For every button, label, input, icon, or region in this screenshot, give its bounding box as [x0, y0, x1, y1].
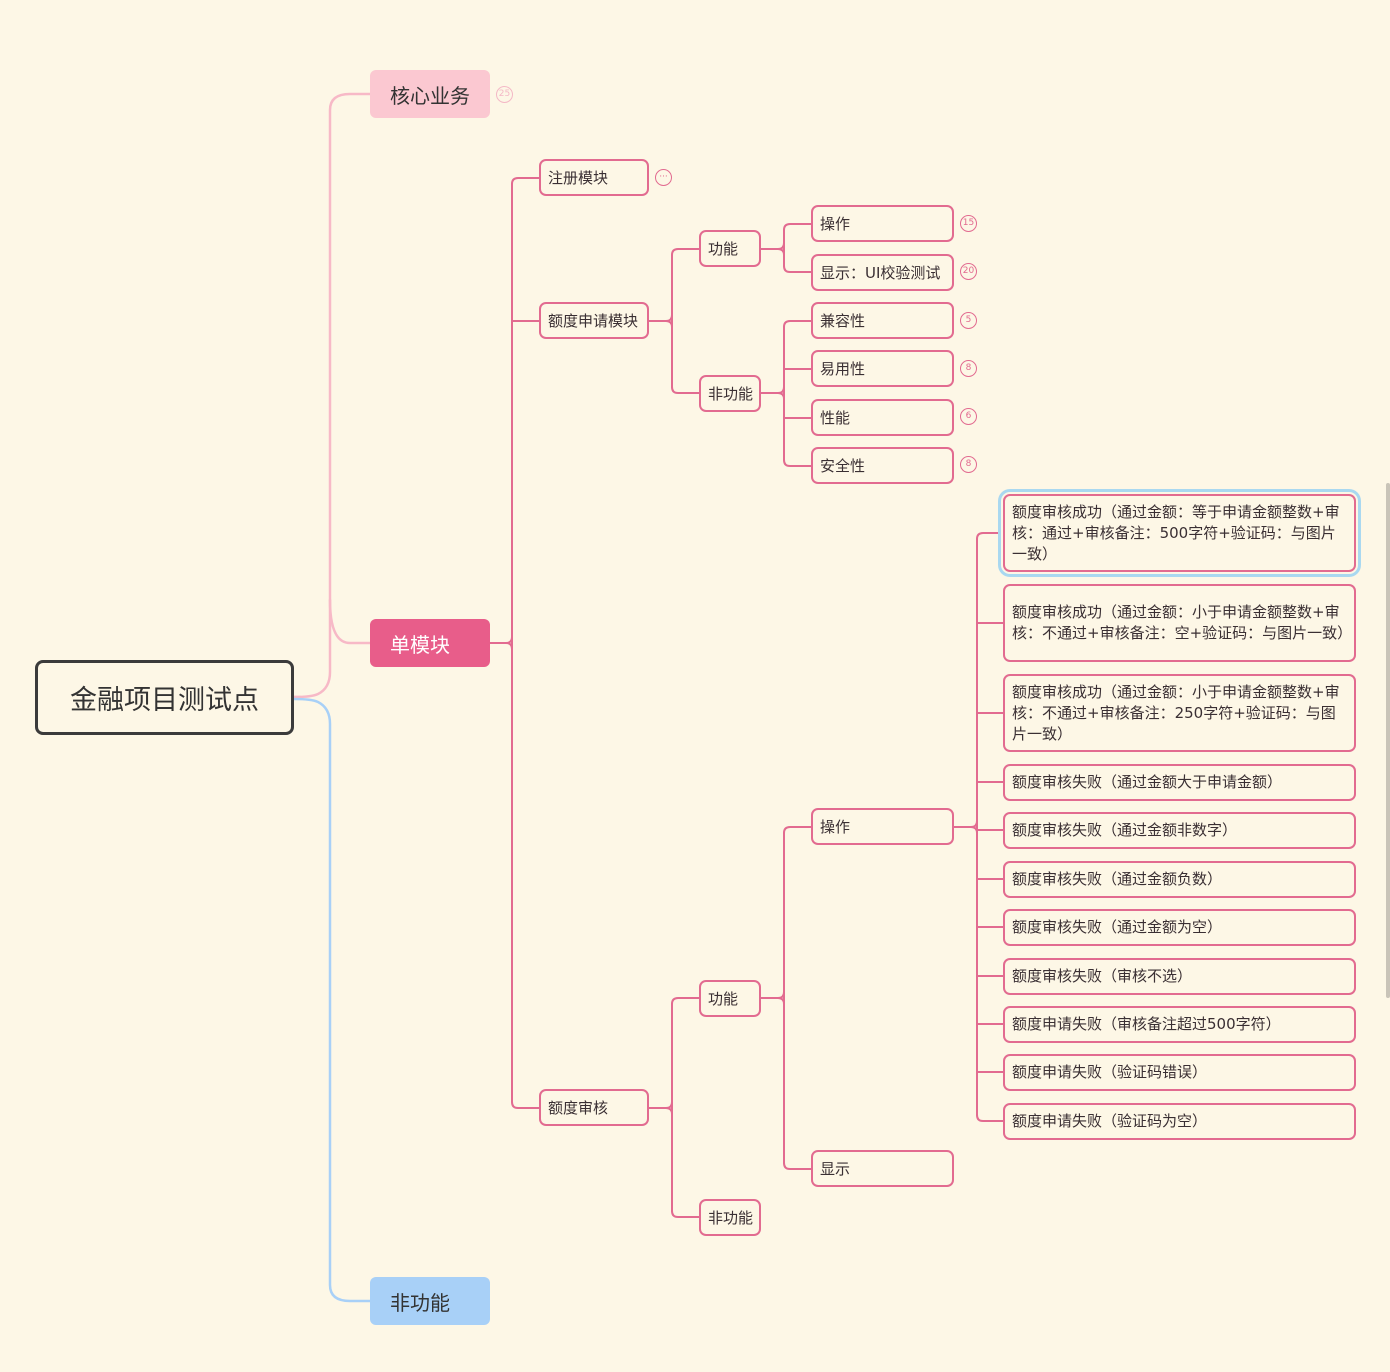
conn-review-ops-branch-10 [976, 1114, 1004, 1122]
conn-apply-nonfunc-branch-3 [783, 459, 812, 467]
node-compatibility[interactable]: 兼容性 [811, 302, 954, 339]
node-non-functional[interactable]: 非功能 [370, 1277, 490, 1325]
node-quota-apply-non-functional[interactable]: 非功能 [699, 375, 761, 412]
root-connector-nonfunc [292, 697, 372, 1303]
conn-apply-branch-0 [671, 248, 700, 256]
conn-review-branch-0 [671, 997, 700, 1005]
conn-apply-nonfunc-stem2 [777, 392, 785, 400]
node-core-business-count-badge[interactable]: 25 [496, 86, 513, 103]
conn-apply-nonfunc-stem [760, 386, 785, 394]
conn-review-ops-stem2 [970, 826, 978, 834]
test-case-item[interactable]: 额度审核失败（通过金额大于申请金额） [1003, 764, 1356, 801]
root-connector-core [292, 92, 372, 699]
conn-apply-nonfunc-branch-0 [783, 320, 812, 328]
node-compatibility-count-badge[interactable]: 5 [960, 312, 977, 329]
conn-single-stem2 [505, 642, 513, 650]
node-register-module-more-badge[interactable]: ··· [655, 169, 672, 186]
conn-apply-func-branch-1 [783, 265, 812, 273]
node-quota-apply-module[interactable]: 额度申请模块 [539, 302, 649, 339]
node-usability-count-badge[interactable]: 8 [960, 360, 977, 377]
vertical-scrollbar[interactable] [1386, 483, 1390, 998]
node-single-module[interactable]: 单模块 [370, 619, 490, 667]
node-quota-review-functional[interactable]: 功能 [699, 980, 761, 1017]
conn-review-func-stem [760, 991, 785, 999]
conn-single-branch-0 [511, 177, 540, 185]
conn-apply-func-branch-0 [783, 223, 812, 231]
node-review-operation[interactable]: 操作 [811, 808, 954, 845]
conn-review-stem [648, 1101, 673, 1109]
node-performance[interactable]: 性能 [811, 399, 954, 436]
test-case-item[interactable]: 额度申请失败（审核备注超过500字符） [1003, 1006, 1356, 1043]
node-usability[interactable]: 易用性 [811, 350, 954, 387]
conn-apply-stem2 [665, 320, 673, 328]
test-case-item[interactable]: 额度审核失败（通过金额为空） [1003, 909, 1356, 946]
conn-review-ops-stem [953, 820, 978, 828]
conn-apply-func-stem [760, 242, 785, 250]
test-case-item[interactable]: 额度审核失败（通过金额负数） [1003, 861, 1356, 898]
conn-apply-func-stem2 [777, 248, 785, 256]
root-connector-single [328, 598, 372, 645]
conn-review-ops-branch-0 [976, 532, 1004, 540]
test-case-item[interactable]: 额度审核成功（通过金额：小于申请金额整数+审核：不通过+审核备注：空+验证码：与… [1003, 584, 1356, 662]
node-core-business[interactable]: 核心业务 [370, 70, 490, 118]
node-apply-display-count-badge[interactable]: 20 [960, 263, 977, 280]
conn-apply-branch-1 [671, 386, 700, 394]
node-apply-operation-count-badge[interactable]: 15 [960, 215, 977, 232]
conn-review-stem2 [665, 1107, 673, 1115]
root-node[interactable]: 金融项目测试点 [35, 660, 294, 735]
node-security-count-badge[interactable]: 8 [960, 456, 977, 473]
test-case-item[interactable]: 额度申请失败（验证码为空） [1003, 1103, 1356, 1140]
node-apply-display[interactable]: 显示：UI校验测试 [811, 254, 954, 291]
node-performance-count-badge[interactable]: 6 [960, 408, 977, 425]
test-case-item[interactable]: 额度申请失败（验证码错误） [1003, 1054, 1356, 1091]
test-case-item[interactable]: 额度审核失败（通过金额非数字） [1003, 812, 1356, 849]
node-apply-operation[interactable]: 操作 [811, 205, 954, 242]
test-case-item[interactable]: 额度审核成功（通过金额：等于申请金额整数+审核：通过+审核备注：500字符+验证… [1003, 494, 1356, 572]
node-register-module[interactable]: 注册模块 [539, 159, 649, 196]
node-review-display[interactable]: 显示 [811, 1150, 954, 1187]
conn-review-branch-1 [671, 1210, 700, 1218]
conn-review-func-branch-0 [783, 826, 812, 834]
test-case-item[interactable]: 额度审核失败（审核不选） [1003, 958, 1356, 995]
node-quota-review[interactable]: 额度审核 [539, 1089, 649, 1126]
conn-apply-stem [648, 314, 673, 322]
node-quota-apply-functional[interactable]: 功能 [699, 230, 761, 267]
conn-single-stem [489, 636, 513, 644]
conn-review-func-stem2 [777, 997, 785, 1005]
conn-review-func-branch-1 [783, 1162, 812, 1170]
conn-single-branch-2 [511, 1101, 540, 1109]
node-quota-review-non-functional[interactable]: 非功能 [699, 1199, 761, 1236]
test-case-item[interactable]: 额度审核成功（通过金额：小于申请金额整数+审核：不通过+审核备注：250字符+验… [1003, 674, 1356, 752]
node-security[interactable]: 安全性 [811, 447, 954, 484]
